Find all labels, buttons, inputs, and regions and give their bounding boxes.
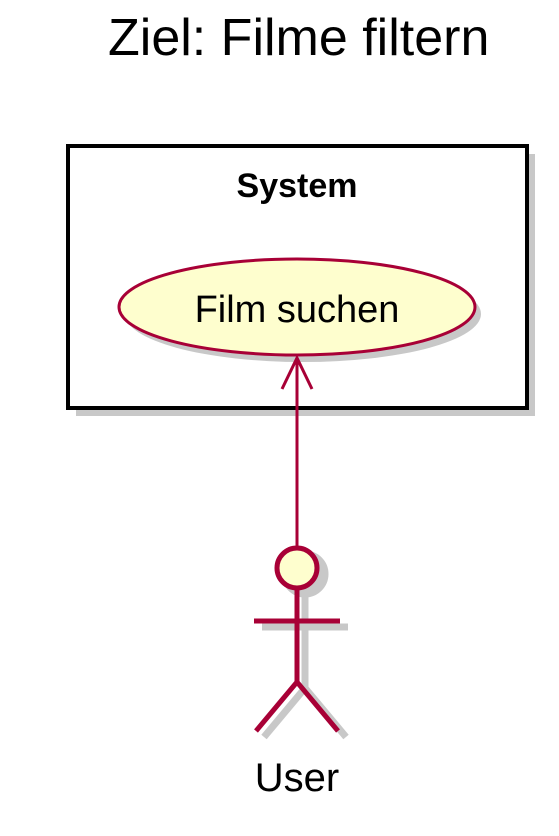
use-case-film-suchen[interactable]: Film suchen (117, 257, 481, 362)
actor-left-leg (254, 680, 299, 733)
system-label: System (237, 167, 358, 205)
actor-head-icon (274, 545, 320, 591)
actor-right-leg (295, 680, 340, 733)
association-arrow (280, 354, 314, 546)
actor-user[interactable] (254, 545, 349, 740)
use-case-label: Film suchen (195, 289, 400, 331)
diagram-title: Ziel: Filme filtern (108, 9, 490, 67)
actor-label: User (254, 756, 340, 800)
arrowhead-icon (280, 354, 314, 390)
